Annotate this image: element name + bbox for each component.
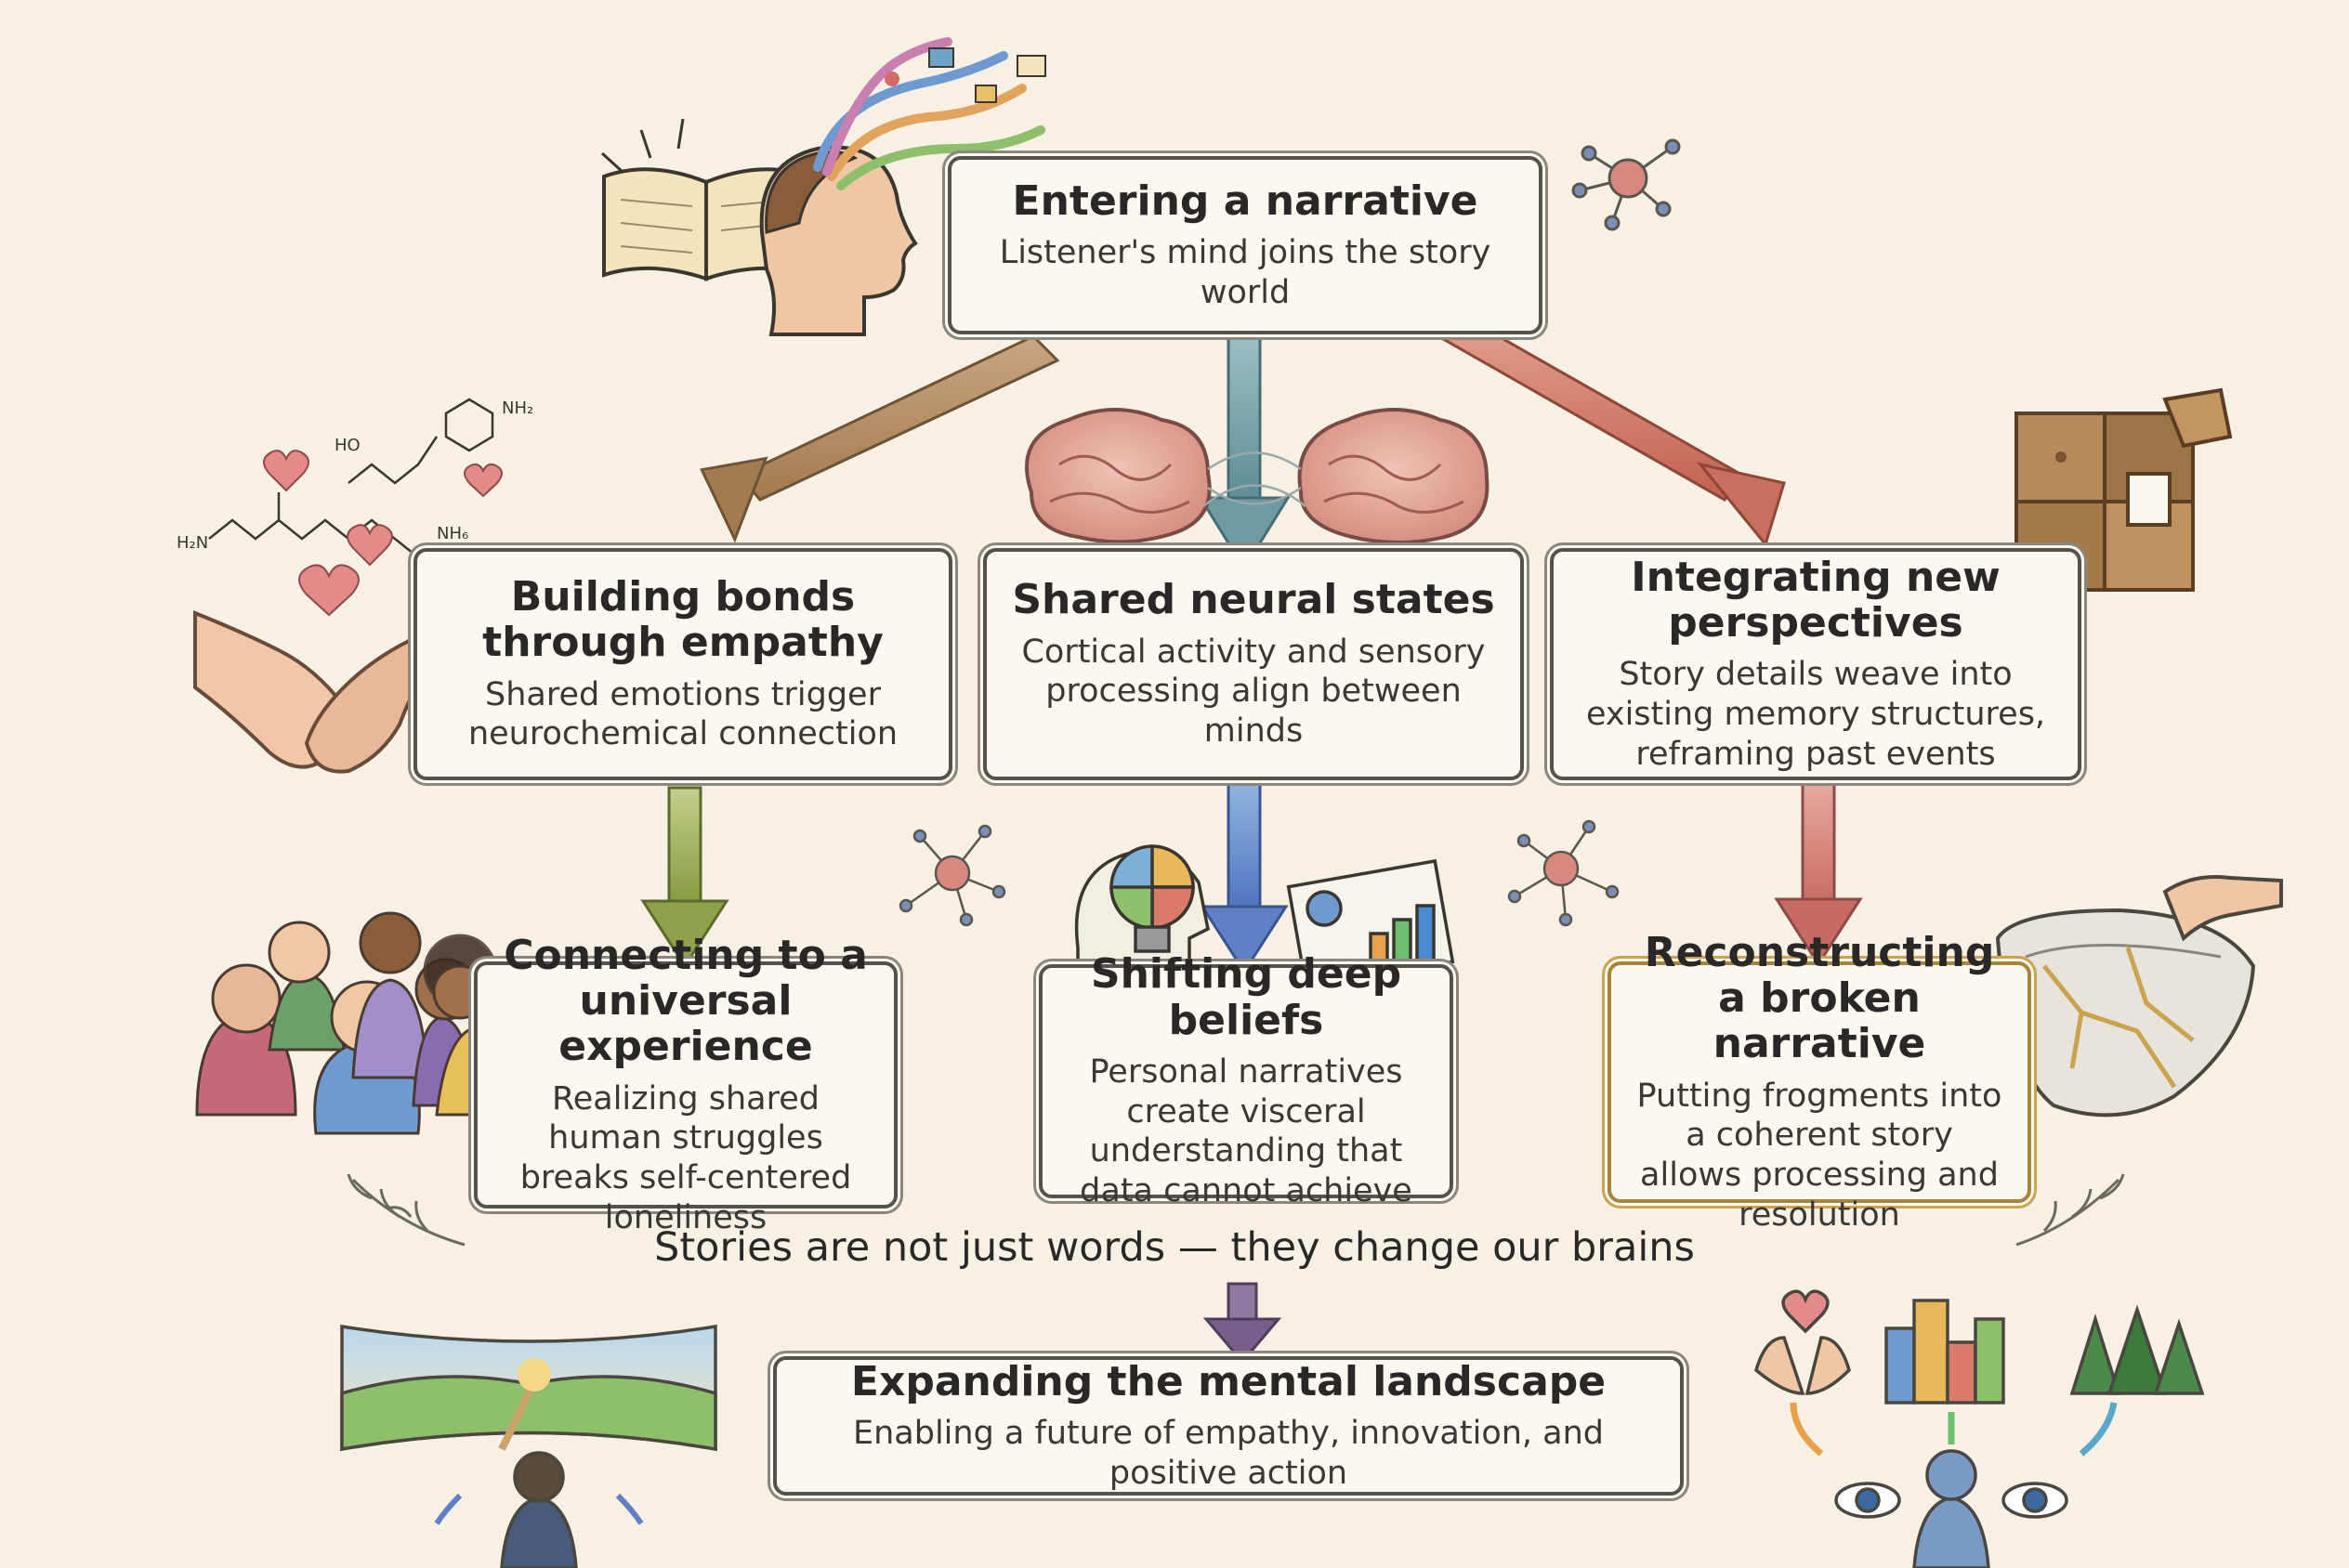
- node-building-bonds-through-empathy: Building bonds through empathy Shared em…: [413, 548, 952, 780]
- molecule-label-ho: HO: [335, 436, 361, 455]
- node-description: Shared emotions trigger neurochemical co…: [467, 675, 899, 753]
- node-title: Shifting deep beliefs: [1090, 950, 1402, 1044]
- puzzle-icon: [2014, 387, 2233, 592]
- node-title: Entering a narrative: [1012, 176, 1478, 225]
- arrow-entering-to-neural: [1198, 334, 1291, 571]
- arrow-integrating-to-reconstructing: [1774, 782, 1863, 967]
- arrow-neural-to-beliefs: [1200, 780, 1289, 974]
- node-description: Cortical activity and sensory processing…: [1021, 633, 1486, 750]
- head-with-book-icon: [600, 37, 1046, 336]
- node-description: Story details weave into existing memory…: [1585, 656, 2046, 773]
- node-integrating-new-perspectives: Integrating new perspectives Story detai…: [1550, 548, 2081, 780]
- node-description: Putting frogments into a coherent story …: [1636, 1077, 2002, 1234]
- network-node-icon-right: [1507, 819, 1620, 927]
- node-description: Enabling a future of empathy, innovation…: [852, 1414, 1605, 1492]
- arrow-entering-to-integrating: [1436, 314, 1786, 548]
- arrows: [640, 314, 1863, 1365]
- arrow-empathy-to-universal: [640, 786, 729, 969]
- arrow-caption-to-expanding: [1202, 1282, 1282, 1365]
- landscape-viewer-icon: [340, 1324, 717, 1568]
- node-expanding-the-mental-landscape: Expanding the mental landscape Enabling …: [773, 1356, 1684, 1496]
- leaf-sprig-left: [347, 1173, 466, 1247]
- future-vision-icon: [1754, 1289, 2205, 1568]
- network-node-icon-left: [899, 824, 1006, 927]
- network-node-icon: [1571, 138, 1681, 231]
- molecule-icon: H₂N HO NH₂ OH NH₆: [177, 398, 533, 569]
- diagram-caption: Stories are not just words — they change…: [654, 1224, 1695, 1271]
- node-title: Expanding the mental landscape: [850, 1357, 1607, 1405]
- kintsugi-bowl-icon: [1995, 875, 2283, 1117]
- lightbulb-head-and-chart-icon: [1074, 844, 1455, 990]
- molecule-label-nh6: NH₆: [437, 524, 468, 543]
- node-title: Connecting to a universal experience: [504, 931, 868, 1071]
- molecule-label-nh2: NH₂: [502, 399, 533, 418]
- molecule-label-h2n: H₂N: [177, 533, 208, 553]
- node-title: Building bonds through empathy: [482, 573, 884, 667]
- node-description: Listener's mind joins the story world: [999, 233, 1491, 311]
- node-title: Integrating new perspectives: [1631, 553, 2001, 647]
- group-of-people-icon: [195, 911, 522, 1135]
- node-connecting-to-a-universal-experience: Connecting to a universal experience Rea…: [474, 933, 898, 1236]
- node-title: Reconstructing a broken narrative: [1644, 928, 1995, 1068]
- node-reconstructing-a-broken-narrative: Reconstructing a broken narrative Puttin…: [1608, 930, 2031, 1234]
- node-entering-a-narrative: Entering a narrative Listener's mind joi…: [948, 156, 1542, 334]
- holding-hands-icon: [193, 610, 430, 774]
- node-description: Personal narratives create visceral unde…: [1080, 1052, 1412, 1209]
- leaf-sprig-right: [2015, 1173, 2125, 1247]
- node-title: Shared neural states: [1012, 576, 1495, 624]
- node-description: Realizing shared human struggles breaks …: [519, 1079, 852, 1236]
- arrow-entering-to-empathy: [700, 334, 1060, 543]
- two-brains-icon: [1025, 408, 1489, 544]
- node-shifting-deep-beliefs: Shifting deep beliefs Personal narrative…: [1039, 951, 1453, 1209]
- node-shared-neural-states: Shared neural states Cortical activity a…: [983, 548, 1524, 780]
